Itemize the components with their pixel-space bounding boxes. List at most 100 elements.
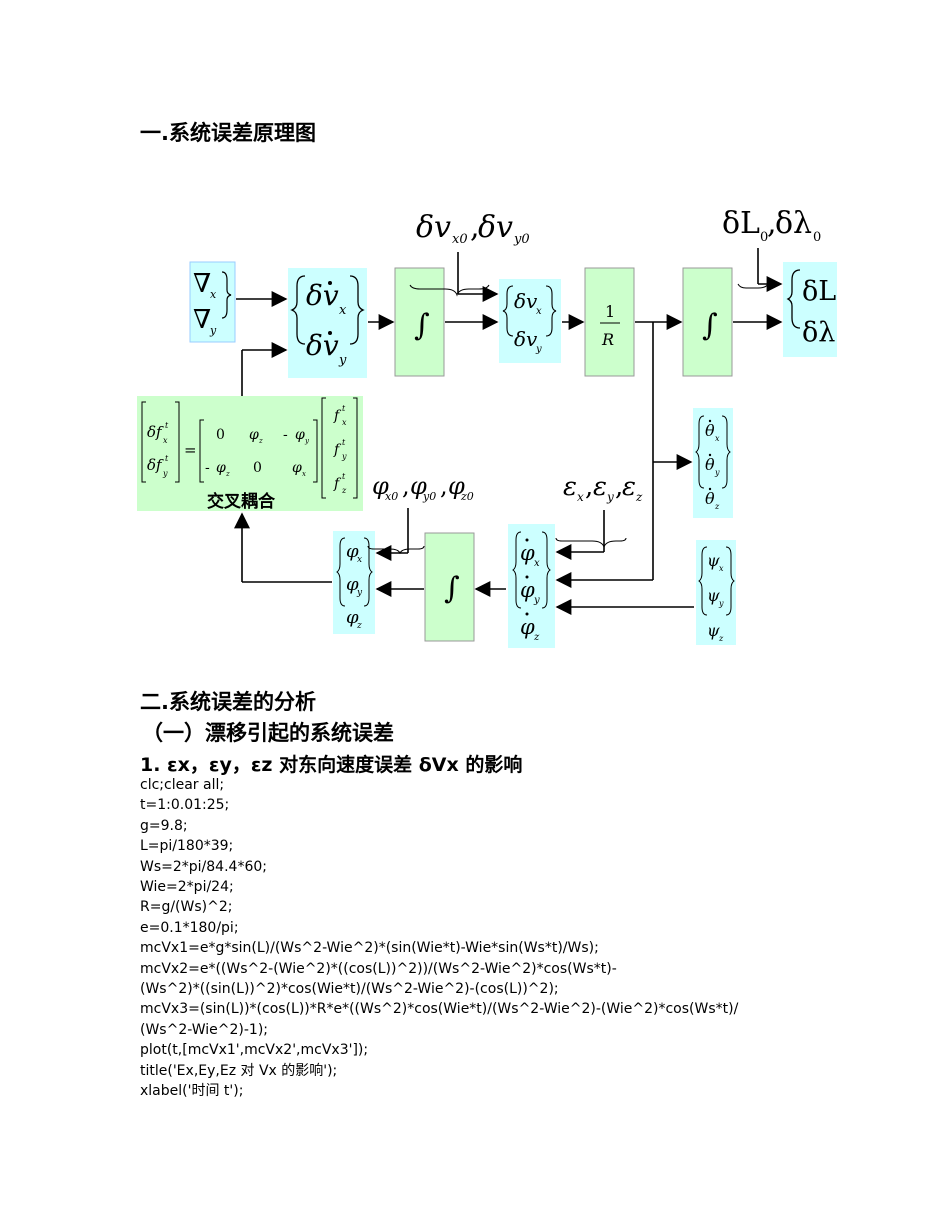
svg-text:φ: φ <box>249 427 259 443</box>
phi-rate-box: φ x φ y φ z <box>508 524 555 648</box>
svg-text:φ: φ <box>410 472 427 500</box>
svg-text:y: y <box>209 324 217 337</box>
svg-text:φ: φ <box>346 574 359 595</box>
code-line: R=g/(Ws)^2; <box>140 899 233 916</box>
code-line: clc;clear all; <box>140 777 225 793</box>
svg-text:y: y <box>718 599 724 608</box>
velocity-error-box: δv x δv y <box>499 279 561 363</box>
svg-text:δv: δv <box>306 329 339 362</box>
svg-text:x: x <box>536 306 542 317</box>
code-line: mcVx1=e*g*sin(L)/(Ws^2-Wie^2)*(sin(Wie*t… <box>140 940 599 957</box>
svg-text:y0: y0 <box>422 490 436 503</box>
svg-text:∫: ∫ <box>414 308 430 343</box>
svg-text:0: 0 <box>760 230 768 245</box>
svg-text:1: 1 <box>605 302 615 321</box>
svg-text:t: t <box>165 454 169 463</box>
svg-text:δv: δv <box>306 279 339 312</box>
svg-text:φ: φ <box>292 460 302 476</box>
svg-text:t: t <box>342 472 346 481</box>
svg-text:z: z <box>356 621 362 631</box>
section-title-1: 一.系统误差原理图 <box>140 121 316 145</box>
code-line: e=0.1*180/pi; <box>140 919 239 936</box>
svg-text:φ: φ <box>295 427 305 443</box>
svg-text:y: y <box>341 452 347 461</box>
svg-text:φ: φ <box>520 615 535 639</box>
svg-text:0: 0 <box>813 230 821 245</box>
svg-text:z0: z0 <box>460 490 474 503</box>
svg-text:φ: φ <box>346 541 359 562</box>
code-line: t=1:0.01:25; <box>140 797 230 814</box>
svg-text:x: x <box>534 558 540 569</box>
section-title-2: 二.系统误差的分析 <box>140 690 316 714</box>
svg-text:θ: θ <box>705 489 715 508</box>
svg-text:x: x <box>577 490 584 504</box>
svg-text:δv: δv <box>416 210 451 245</box>
svg-text:,: , <box>402 472 410 500</box>
error-diagram: ∇ x ∇ y δv x δv y ∫ δv x δv y 1 R <box>137 206 837 648</box>
svg-text:φ: φ <box>520 541 535 565</box>
svg-text:x: x <box>342 418 347 427</box>
svg-text:x: x <box>719 564 724 573</box>
svg-text:δλ: δλ <box>802 317 835 348</box>
code-line: xlabel('时间 t'); <box>140 1083 244 1100</box>
code-line: Ws=2*pi/84.4*60; <box>140 858 267 875</box>
initial-attitude-label: φ x0 , φ y0 , φ z0 <box>372 472 474 503</box>
code-line: (Ws^2-Wie^2)-1); <box>140 1021 268 1038</box>
initial-position-label: δL 0 , δλ 0 <box>722 206 821 245</box>
code-line: L=pi/180*39; <box>140 838 234 855</box>
svg-text:y: y <box>606 490 614 504</box>
svg-text:x0: x0 <box>452 232 468 247</box>
svg-text:z: z <box>533 632 540 643</box>
svg-text:∫: ∫ <box>702 308 718 343</box>
svg-text:-: - <box>205 460 210 476</box>
code-line: g=9.8; <box>140 817 188 834</box>
svg-text:y: y <box>535 344 542 355</box>
svg-text:δv: δv <box>514 327 538 351</box>
svg-text:φ: φ <box>448 472 465 500</box>
svg-text:=: = <box>184 441 197 459</box>
svg-text:t: t <box>342 404 346 413</box>
svg-text:φ: φ <box>520 578 535 602</box>
svg-text:x: x <box>339 303 347 318</box>
svg-text:y: y <box>356 588 363 598</box>
velocity-rate-box: δv x δv y <box>288 268 367 378</box>
code-line: mcVx3=(sin(L))*(cos(L))*R*e*((Ws^2)*cos(… <box>140 1001 739 1018</box>
svg-text:y0: y0 <box>513 232 530 247</box>
svg-text:x0: x0 <box>385 490 398 503</box>
svg-text:,: , <box>767 206 777 241</box>
svg-text:δv: δv <box>478 210 513 245</box>
integrator-2: ∫ <box>682 267 733 377</box>
svg-text:z: z <box>225 470 230 478</box>
cross-coupling-matrix: δf x t δf y t = 0 φ z - φ y - φ z 0 φ x … <box>137 396 363 512</box>
svg-text:φ: φ <box>216 460 226 476</box>
svg-text:-: - <box>283 427 288 443</box>
svg-text:f: f <box>333 442 342 458</box>
svg-text:θ: θ <box>705 455 715 474</box>
svg-text:y: y <box>714 468 720 477</box>
position-error-box: δL δλ <box>783 262 837 357</box>
svg-text:φ: φ <box>346 607 359 628</box>
svg-text:ε: ε <box>593 472 607 502</box>
code-line: plot(t,[mcVx1',mcVx2',mcVx3']); <box>140 1042 369 1059</box>
code-line: (Ws^2)*((sin(L))^2)*cos(Wie*t)/(Ws^2-Wie… <box>140 981 559 998</box>
svg-text:f: f <box>333 476 342 492</box>
svg-text:ε: ε <box>563 472 577 502</box>
svg-text:y: y <box>338 353 347 368</box>
svg-text:z: z <box>714 502 720 511</box>
svg-text:∇: ∇ <box>193 269 211 299</box>
svg-text:φ: φ <box>372 472 389 500</box>
svg-text:δL: δL <box>722 206 760 241</box>
subsection-title: （一）漂移引起的系统误差 <box>142 721 394 745</box>
svg-text:t: t <box>342 438 346 447</box>
svg-text:∇: ∇ <box>193 305 211 335</box>
accelerometer-bias-box: ∇ x ∇ y <box>189 261 236 343</box>
integrator-1: ∫ <box>394 267 445 377</box>
svg-text:z: z <box>635 490 643 504</box>
item-title: 1. εx，εy，εz 对东向速度误差 δVx 的影响 <box>140 754 523 776</box>
svg-text:y: y <box>304 437 310 445</box>
psi-rate-box: ψ x ψ y ψ z <box>696 540 736 645</box>
svg-text:x: x <box>302 470 306 478</box>
svg-text:x: x <box>163 436 168 445</box>
svg-text:δv: δv <box>514 289 538 313</box>
svg-text:ε: ε <box>622 472 636 502</box>
